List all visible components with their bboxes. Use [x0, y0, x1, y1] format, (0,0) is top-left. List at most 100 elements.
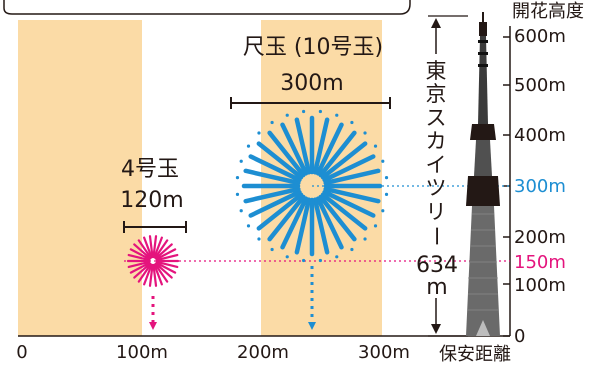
- burst-ray: [323, 168, 381, 186]
- shell-small-span-bracket: [123, 221, 187, 233]
- burst-spark: [318, 258, 322, 263]
- burst-ray: [294, 197, 312, 255]
- burst-spark: [363, 131, 367, 135]
- burst-ray: [133, 243, 152, 260]
- burst-ray: [154, 262, 173, 279]
- burst-spark: [239, 159, 243, 163]
- shell-large-span-bracket: [230, 97, 391, 109]
- burst-ray: [137, 263, 152, 283]
- burst-ray: [143, 263, 153, 286]
- burst-spark: [373, 144, 378, 148]
- burst-ray: [256, 141, 304, 180]
- burst-ray: [148, 235, 154, 259]
- burst-ray: [152, 263, 158, 287]
- burst-ray: [322, 189, 376, 218]
- burst-ray: [280, 122, 309, 176]
- burst-ray: [133, 262, 152, 279]
- firework-burst-small: [126, 235, 180, 287]
- burst-ray: [155, 253, 179, 262]
- burst-spark: [257, 131, 261, 135]
- y-tick-label: 400m: [514, 125, 566, 146]
- burst-ray: [155, 248, 177, 261]
- burst-ray: [129, 248, 151, 261]
- burst-ray: [280, 196, 309, 250]
- burst-ray: [243, 186, 301, 204]
- burst-spark: [285, 113, 289, 117]
- burst-spark: [335, 255, 339, 259]
- burst-spark: [384, 176, 389, 180]
- burst-spark: [235, 176, 240, 180]
- burst-ray: [129, 261, 151, 274]
- burst-ray: [143, 236, 153, 259]
- tower-name-vertical: 東 京 ス カ イ ツ リ ー: [424, 59, 448, 247]
- tower-name-char: ー: [424, 226, 448, 247]
- y-tick-label-300: 300m: [514, 176, 566, 197]
- tower-name-char: ツ: [426, 176, 447, 200]
- burst-spark: [302, 109, 306, 114]
- burst-spark: [246, 224, 251, 228]
- burst-spark: [381, 209, 385, 213]
- tower-name-char: カ: [426, 129, 447, 153]
- y-tick-label: 600m: [514, 26, 566, 47]
- burst-spark: [270, 247, 274, 252]
- tower-name-char: ス: [426, 106, 447, 130]
- burst-spark: [350, 247, 354, 252]
- burst-ray: [318, 130, 357, 178]
- y-tick-label: 500m: [514, 75, 566, 96]
- burst-ray: [248, 189, 302, 218]
- burst-ray: [294, 117, 312, 175]
- burst-ray: [312, 197, 330, 255]
- tower-name-char: 京: [426, 82, 447, 106]
- burst-ray: [155, 260, 179, 269]
- burst-ray: [322, 154, 376, 183]
- safety-zone-band-small: [18, 20, 142, 336]
- shell-small-name: 4号玉: [121, 157, 179, 182]
- tower-name-char: イ: [426, 153, 447, 177]
- shell-large-diameter: 300m: [280, 71, 343, 96]
- burst-ray: [320, 141, 368, 180]
- tower-name-char: 東: [426, 59, 447, 83]
- tower-name-char: リ: [426, 200, 447, 224]
- burst-ray: [267, 194, 306, 242]
- burst-spark: [270, 120, 274, 125]
- x-tick-label: 300m: [358, 342, 410, 363]
- y-tick-label-150: 150m: [514, 252, 566, 273]
- skytree-tower: [466, 12, 500, 336]
- tower-height-unit: m: [426, 275, 447, 300]
- burst-spark: [235, 192, 240, 196]
- burst-ray: [323, 186, 381, 204]
- burst-spark: [239, 209, 243, 213]
- burst-ray: [154, 263, 169, 283]
- shell-small-diameter: 120m: [120, 188, 183, 213]
- x-tick-label: 100m: [116, 342, 168, 363]
- burst-spark: [350, 120, 354, 125]
- burst-ray: [267, 130, 306, 178]
- burst-spark: [318, 109, 322, 114]
- burst-ray: [320, 192, 368, 231]
- burst-spark: [257, 237, 261, 241]
- burst-ray: [312, 117, 330, 175]
- burst-spark: [373, 224, 378, 228]
- x-axis-title: 保安距離: [439, 344, 511, 365]
- y-tick-label: 0: [514, 326, 525, 347]
- y-tick-label: 100m: [514, 275, 566, 296]
- tower-height-value: 634: [416, 253, 458, 278]
- firework-burst-large: [235, 109, 389, 263]
- tower-height-arrowhead-up: [431, 18, 441, 28]
- burst-ray: [148, 263, 154, 287]
- tower-height-arrowhead-down: [431, 324, 441, 334]
- x-tick-label: 200m: [237, 342, 289, 363]
- burst-ray: [256, 192, 304, 231]
- burst-spark: [302, 258, 306, 263]
- burst-ray: [315, 122, 344, 176]
- burst-ray: [127, 253, 151, 262]
- burst-ray: [315, 196, 344, 250]
- burst-ray: [155, 261, 177, 274]
- burst-ray: [137, 239, 152, 259]
- burst-ray: [318, 194, 357, 242]
- top-frame: [3, 0, 411, 15]
- burst-ray: [248, 154, 302, 183]
- burst-ray: [154, 239, 169, 259]
- burst-spark: [384, 192, 389, 196]
